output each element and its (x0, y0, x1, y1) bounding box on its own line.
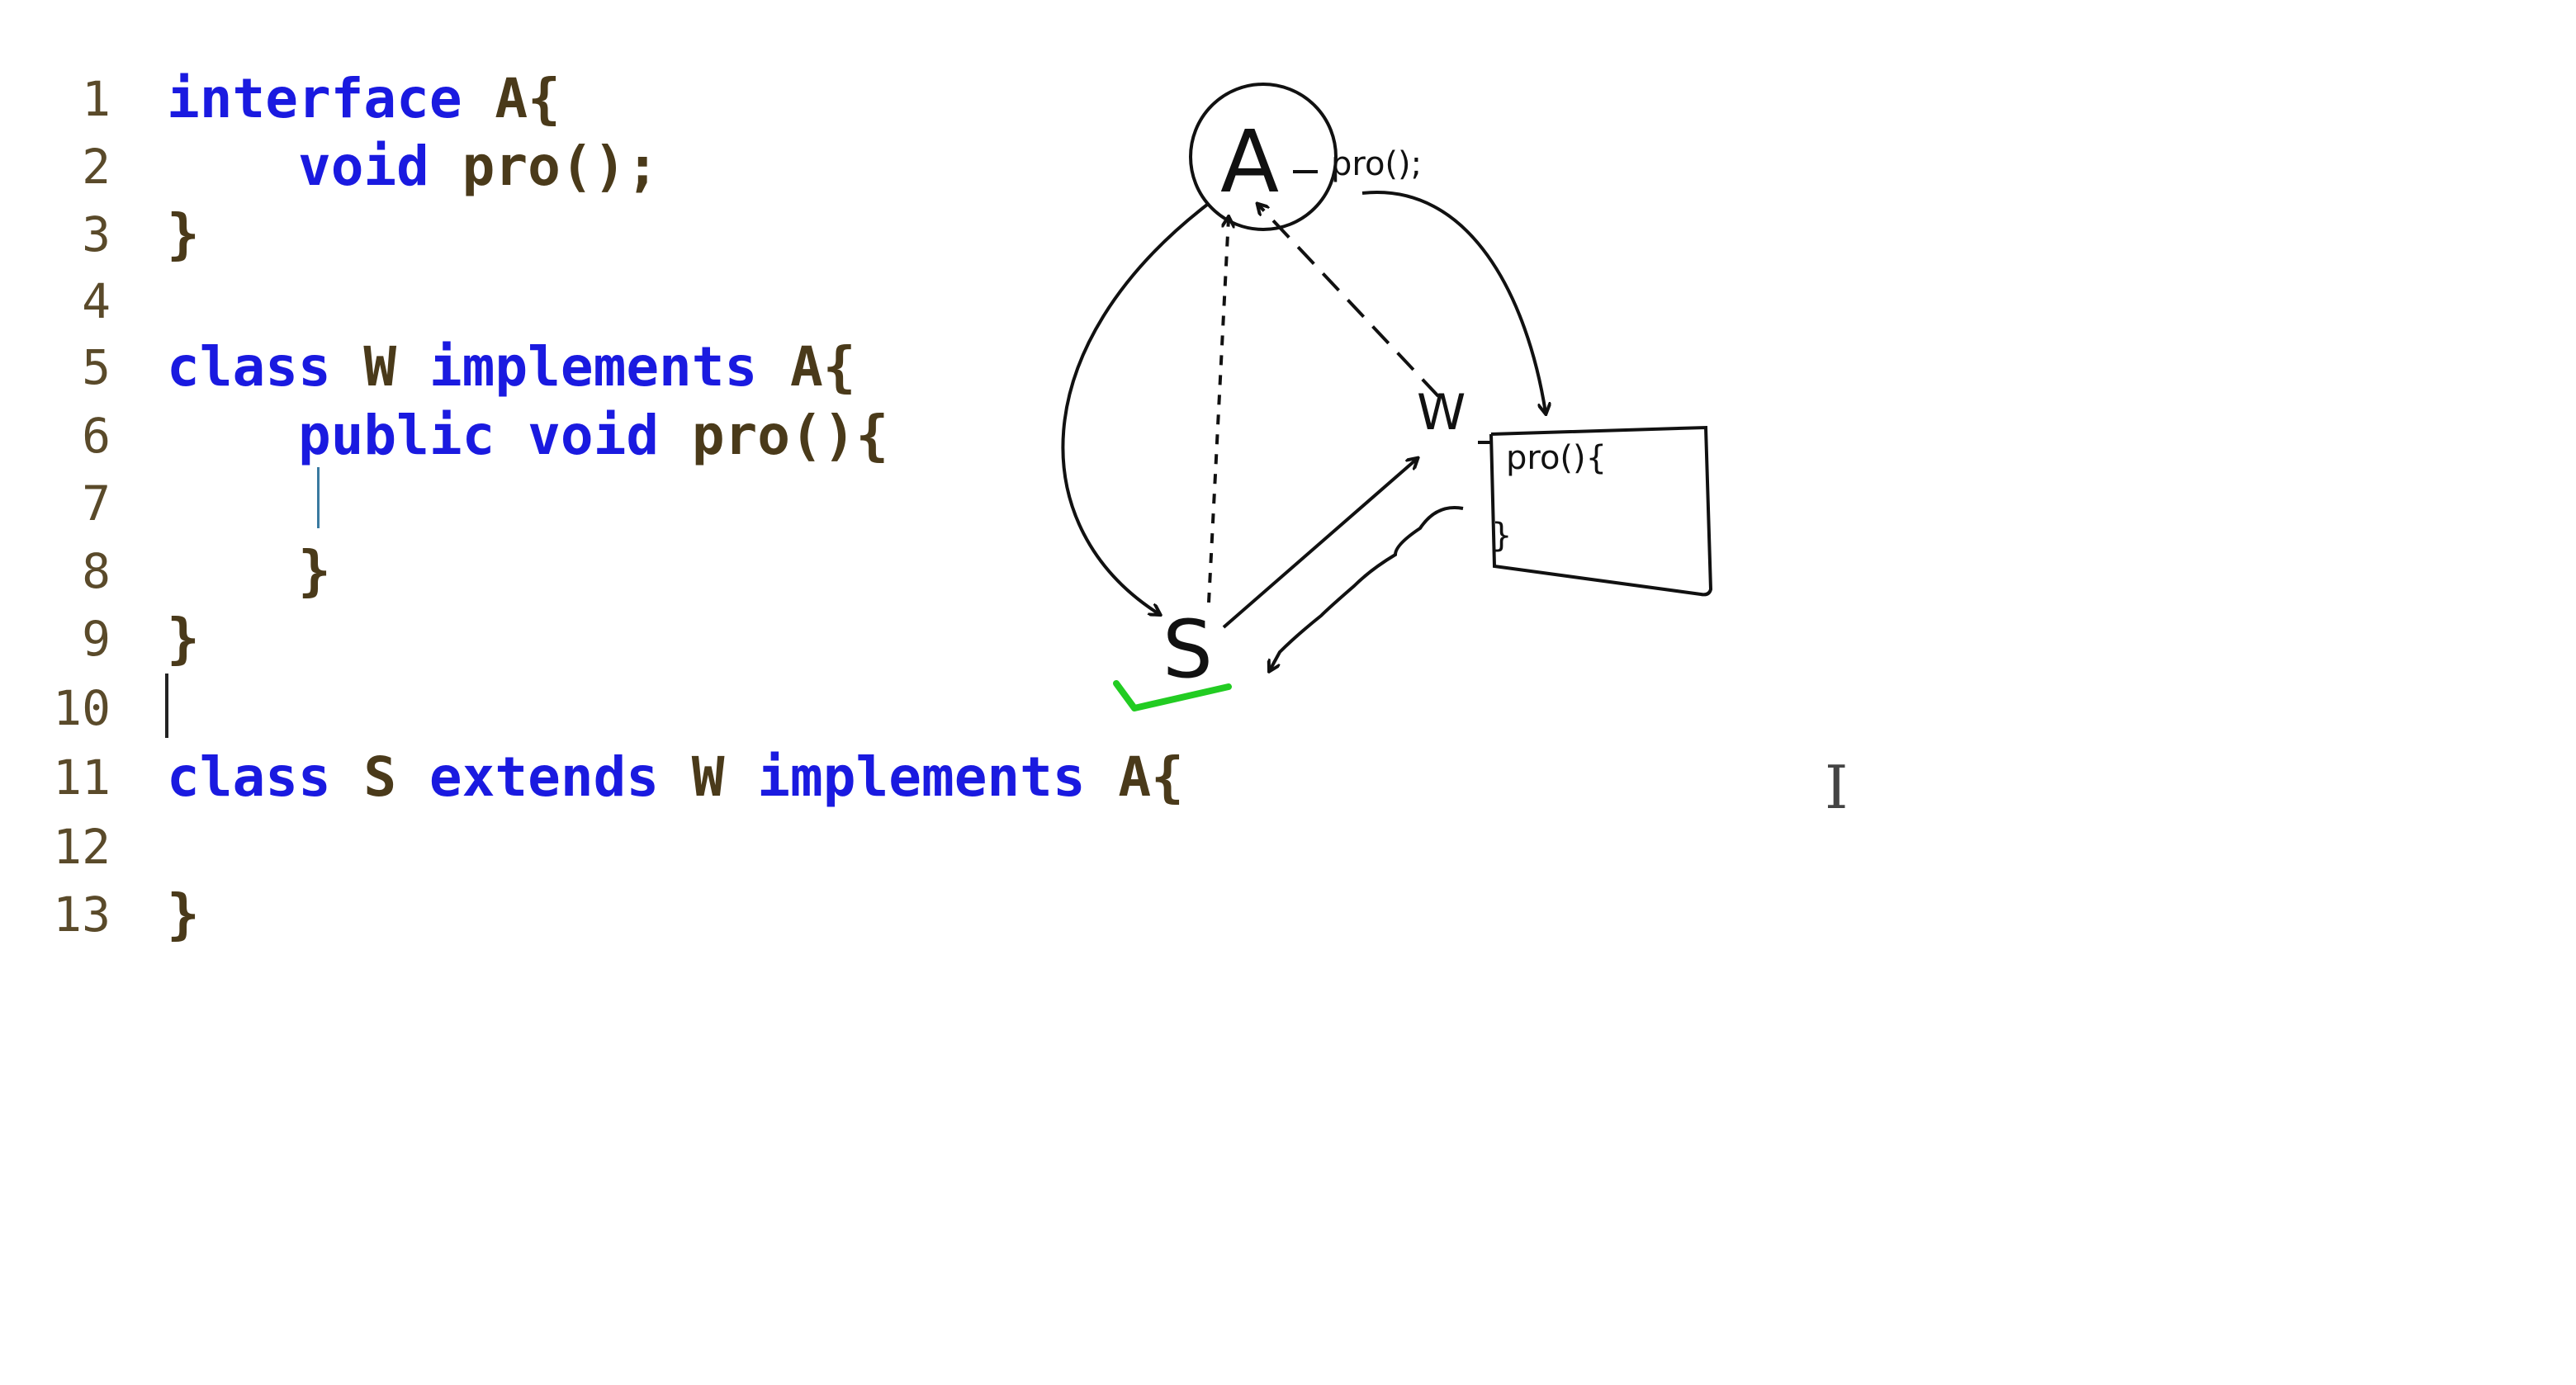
line-number: 3 (82, 206, 111, 262)
line-number: 8 (82, 543, 111, 599)
code-keyword: void (528, 404, 660, 467)
code-token: pro(){ (659, 404, 889, 467)
code-token: } (167, 202, 200, 266)
code-line[interactable]: 9} (0, 606, 1404, 672)
node-a-label: A (1220, 111, 1279, 212)
node-w-label: W (1417, 384, 1466, 442)
code-line[interactable]: 4 (0, 268, 1404, 334)
node-a-method: pro(); (1331, 145, 1422, 183)
code-text[interactable]: void pro(); (167, 134, 659, 200)
arrow-s-to-w (1222, 459, 1417, 629)
code-token: S (330, 745, 429, 809)
node-w-method-box (1489, 425, 1713, 597)
i-beam-cursor-icon: I (1825, 753, 1849, 822)
code-line[interactable]: 13} (0, 882, 1404, 948)
line-number: 11 (53, 749, 111, 806)
node-s-label: S (1163, 603, 1213, 696)
line-number: 5 (82, 339, 111, 395)
code-token: } (167, 607, 200, 670)
text-caret-line-7 (317, 467, 320, 528)
code-token: } (167, 882, 200, 946)
dashed-arrow-w-to-a (1258, 205, 1440, 398)
code-text[interactable]: public void pro(){ (167, 403, 888, 469)
code-keyword: implements (429, 335, 758, 399)
dashed-arrow-s-to-a (1207, 218, 1229, 603)
arrow-a-to-s (1061, 203, 1209, 614)
arrow-a-to-w-box (1361, 191, 1546, 413)
code-text[interactable]: } (167, 201, 200, 267)
code-text[interactable]: } (167, 606, 200, 672)
text-caret-line-10 (165, 674, 168, 738)
code-token: } (167, 539, 331, 603)
code-text[interactable]: } (167, 882, 200, 948)
line-number: 1 (82, 71, 111, 127)
code-token: W (659, 745, 758, 809)
wavy-arrow-w-box-to-s (1270, 506, 1464, 670)
code-line[interactable]: 6 public void pro(){ (0, 403, 1404, 469)
node-a-circle (1189, 83, 1338, 231)
code-line[interactable]: 3} (0, 201, 1404, 267)
line-number: 9 (82, 611, 111, 667)
code-line[interactable]: 1 interface A{ (0, 66, 1404, 132)
code-keyword: public (297, 404, 495, 467)
code-text[interactable]: class W implements A{ (167, 334, 855, 400)
code-keyword: extends (429, 745, 660, 809)
line-number: 6 (82, 408, 111, 464)
code-text[interactable]: class S extends W implements A{ (167, 744, 1184, 811)
line-number: 13 (53, 886, 111, 943)
code-line[interactable]: 11 class S extends W implements A{ (0, 744, 1404, 811)
code-line[interactable]: 12 (0, 814, 1404, 880)
code-line[interactable]: 10 (0, 675, 1404, 741)
code-keyword: interface (167, 67, 462, 130)
node-w-method-close: } (1491, 517, 1512, 555)
line-number: 10 (53, 680, 111, 736)
line-number: 12 (53, 819, 111, 875)
code-token: A{ (1085, 745, 1184, 809)
code-token: A{ (757, 335, 856, 399)
line-number: 4 (82, 273, 111, 329)
code-keyword: implements (757, 745, 1086, 809)
code-line[interactable]: 2 void pro(); (0, 134, 1404, 200)
code-text[interactable]: } (167, 538, 331, 604)
code-token: A{ (462, 67, 561, 130)
code-keyword: void (297, 135, 429, 198)
code-line[interactable]: 8 } (0, 538, 1404, 604)
code-token: pro(); (429, 135, 660, 198)
code-keyword: class (167, 745, 331, 809)
node-w-method: pro(){ (1506, 439, 1607, 477)
line-number: 7 (82, 475, 111, 532)
code-line[interactable]: 5 class W implements A{ (0, 334, 1404, 400)
code-text[interactable]: interface A{ (167, 66, 561, 132)
code-line[interactable]: 7 (0, 470, 1404, 537)
line-number: 2 (82, 139, 111, 195)
code-keyword: class (167, 335, 331, 399)
code-token: W (330, 335, 429, 399)
check-mark-icon (1113, 680, 1232, 711)
